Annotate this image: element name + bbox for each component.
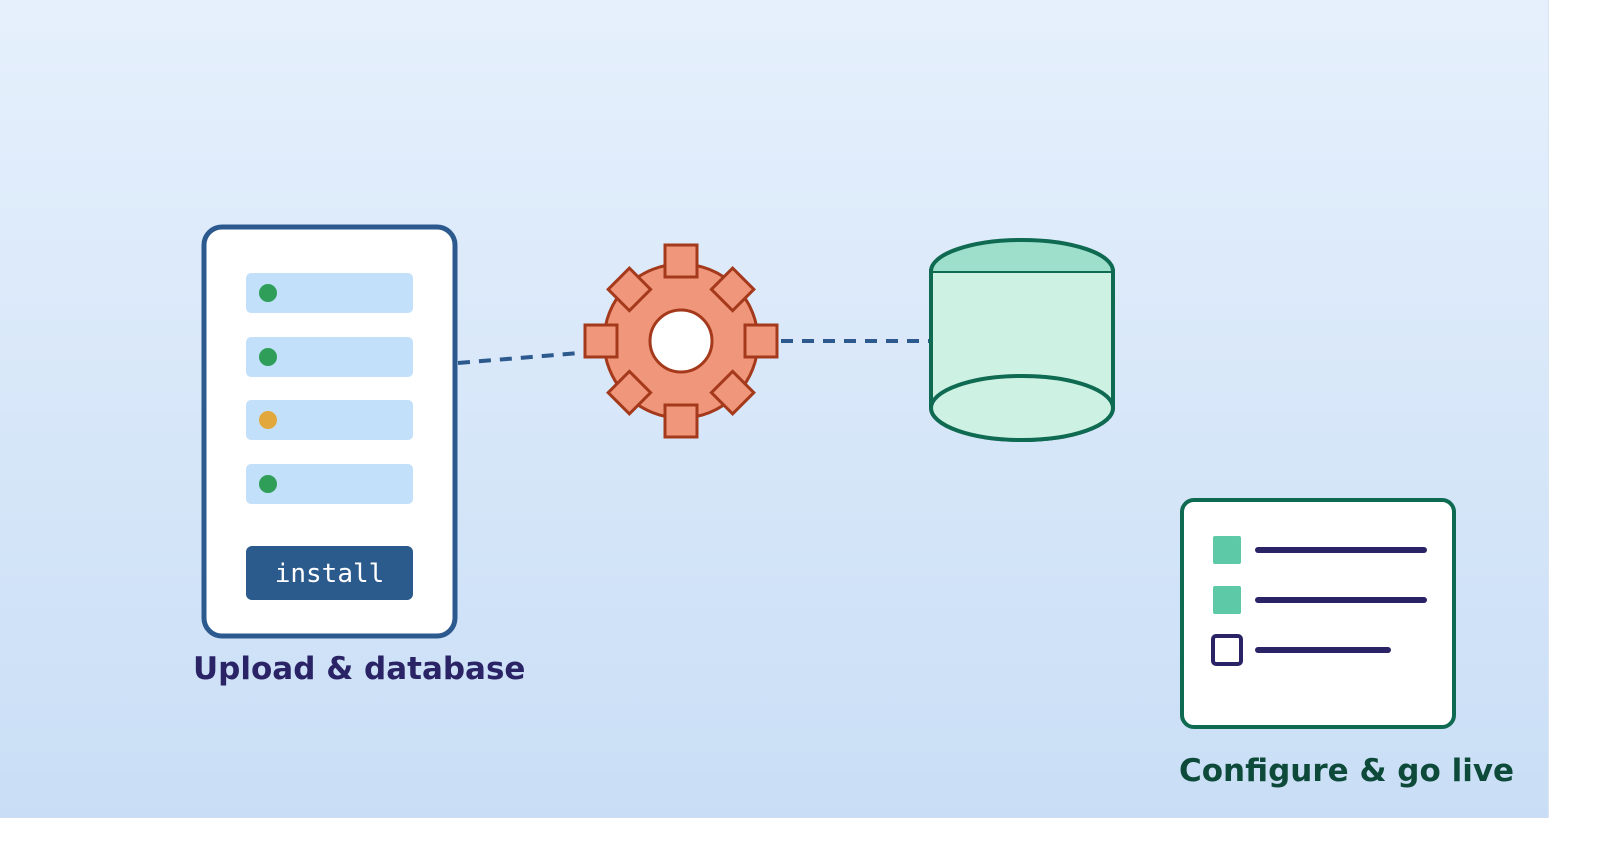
status-dot xyxy=(259,475,277,493)
connector-upload-to-gear xyxy=(457,349,605,365)
checklist-item-unchecked xyxy=(1211,634,1391,666)
gear-icon xyxy=(583,243,779,439)
status-row xyxy=(246,337,413,377)
install-button-label: install xyxy=(275,559,385,589)
checklist-item-checked xyxy=(1213,536,1427,564)
checklist-icon xyxy=(1180,498,1456,729)
database-icon xyxy=(929,238,1115,442)
upload-step-label: Upload & database xyxy=(193,651,526,687)
status-dot xyxy=(259,284,277,302)
status-row xyxy=(246,464,413,504)
status-dot xyxy=(259,348,277,366)
upload-panel: install xyxy=(201,224,458,639)
status-dot xyxy=(259,411,277,429)
diagram-canvas: install xyxy=(0,0,1549,818)
status-row xyxy=(246,400,413,440)
status-row xyxy=(246,273,413,313)
diagram-svg: install xyxy=(201,224,1456,729)
checklist-item-checked xyxy=(1213,586,1427,614)
configure-step-label: Configure & go live xyxy=(1179,753,1515,789)
install-button[interactable]: install xyxy=(246,546,413,600)
